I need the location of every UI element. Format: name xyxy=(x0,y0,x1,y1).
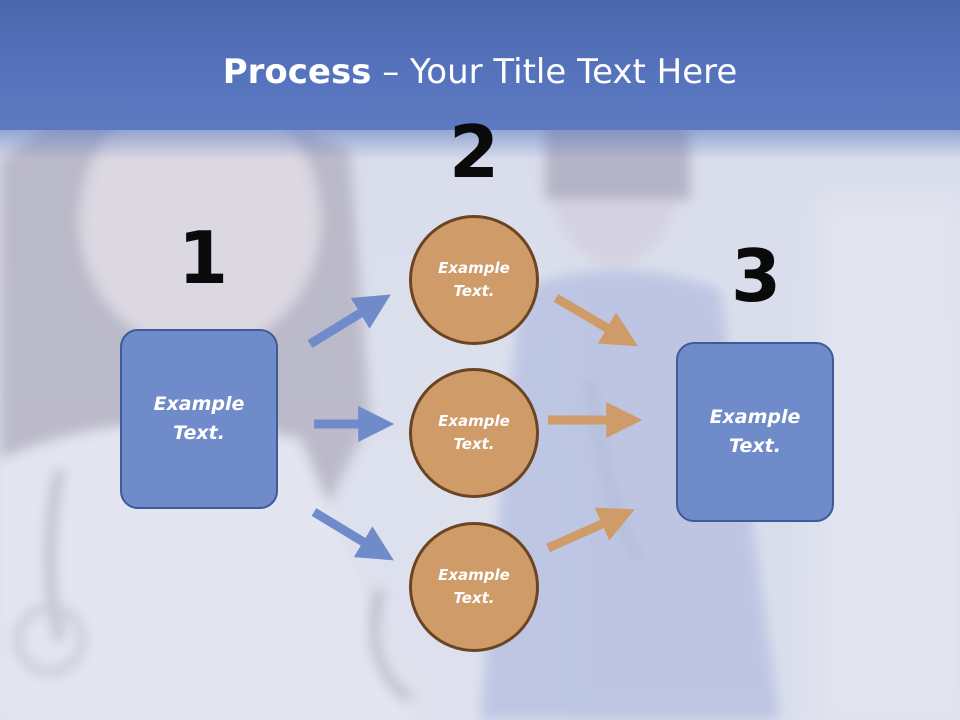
title-rest: – Your Title Text Here xyxy=(371,52,738,92)
title-banner-fade xyxy=(0,130,960,160)
step-3-box: Example Text. xyxy=(676,342,834,522)
title-bold: Process xyxy=(222,52,372,92)
arrow-1-to-2a xyxy=(307,294,391,348)
step-1-box: Example Text. xyxy=(120,329,278,509)
step-2-circle-1-label: Example Text. xyxy=(438,258,510,300)
arrow-2a-to-3 xyxy=(553,294,638,347)
step-2-circle-2-label: Example Text. xyxy=(438,411,510,453)
step-2-circle-1: Example Text. xyxy=(409,215,539,345)
title-banner xyxy=(0,0,960,130)
step-2-circle-3-label: Example Text. xyxy=(438,565,510,607)
step-2-circle-3: Example Text. xyxy=(409,522,539,652)
step-number-1: 1 xyxy=(178,216,229,300)
step-1-label: Example Text. xyxy=(153,392,245,444)
step-number-3: 3 xyxy=(731,234,782,318)
step-2-circle-2: Example Text. xyxy=(409,368,539,498)
arrow-1-to-2c xyxy=(311,508,394,561)
step-3-label: Example Text. xyxy=(709,405,801,457)
arrow-2c-to-3 xyxy=(546,507,635,553)
step-number-2: 2 xyxy=(449,110,500,194)
slide-title: Process – Your Title Text Here xyxy=(0,52,960,92)
